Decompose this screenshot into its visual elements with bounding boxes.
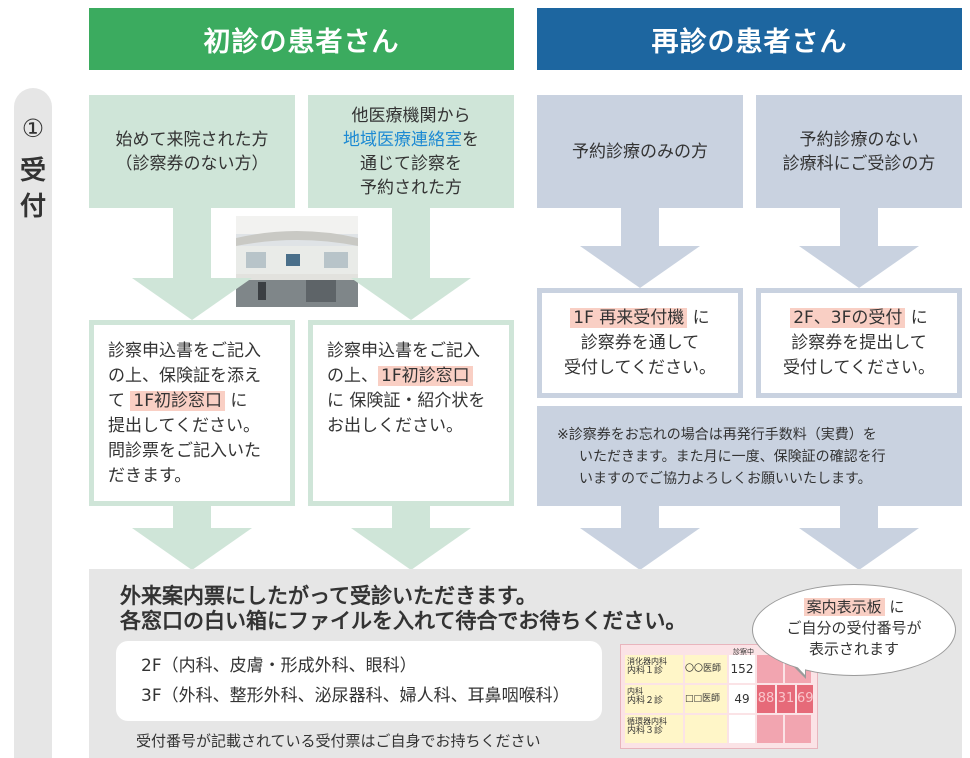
arrow-down-first-no-card-2 (132, 506, 252, 570)
instruction-return-reserved-line3: 受付してください。 (564, 357, 716, 378)
reception-photo (236, 216, 358, 307)
board-room-name: 内科２診 (627, 696, 664, 706)
board-room-name: 内科１診 (627, 666, 664, 676)
category-first-no-card-line2: （診察券のない方） (115, 153, 269, 174)
board-doctor: 〇〇医師 (685, 655, 727, 683)
board-waiting-number: 88 (757, 685, 775, 713)
floor-directory: 2F（内科、皮膚・形成外科、眼科） 3F（外科、整形外科、泌尿器科、婦人科、耳鼻… (116, 641, 602, 721)
bubble-line1-post: に (884, 598, 905, 616)
category-first-referral-suffix: を (462, 129, 479, 150)
instruction-first-referral: 診察申込書をご記入 の上、1F初診窓口 に 保険証・紹介状を お出しください。 (308, 320, 514, 506)
bubble-line2: ご自分の受付番号が (786, 619, 922, 637)
arrow-down-first-referral (351, 208, 471, 320)
note-line1: ※診察券をお忘れの場合は再発行手数料（実費）を (557, 427, 877, 443)
board-waiting-cell (757, 715, 783, 743)
board-waiting-number: 69 (797, 685, 814, 713)
category-first-no-card: 始めて来院された方 （診察券のない方） (89, 95, 295, 208)
instruction-first-referral-line3: に 保険証・紹介状を (327, 391, 486, 411)
instruction-first-no-card-line2: の上、保険証を添え (108, 366, 261, 386)
category-return-reserved-label: 予約診療のみの方 (572, 141, 708, 162)
board-current-number: 152 (729, 655, 755, 683)
card-reissue-note: ※診察券をお忘れの場合は再発行手数料（実費）を いただきます。また月に一度、保険… (537, 406, 962, 506)
arrow-down-first-no-card (132, 208, 252, 320)
instruction-first-no-card-line5: 問診票をご記入いた (108, 441, 261, 461)
first-visit-window-highlight: 1F初診窓口 (130, 391, 226, 411)
category-first-referral-line4: 予約された方 (360, 177, 462, 198)
board-row: 循環器内科内科３診 (625, 715, 813, 743)
instruction-return-unreserved-line2: 診察券を提出して (791, 332, 927, 353)
category-return-unreserved-line2: 診療科にご受診の方 (782, 153, 936, 174)
first-visit-window-highlight-2: 1F初診窓口 (378, 366, 473, 386)
instruction-return-reserved-line2: 診察券を通して (580, 332, 700, 353)
return-visit-header: 再診の患者さん (537, 8, 962, 70)
instruction-return-unreserved: 2F、3Fの受付 に 診察券を提出して 受付してください。 (756, 288, 962, 398)
instruction-first-no-card-line6: だきます。 (108, 466, 192, 486)
board-room-name: 内科３診 (627, 726, 664, 736)
display-board-highlight: 案内表示板 (803, 598, 885, 616)
floor-reception-highlight: 2F、3Fの受付 (790, 307, 906, 328)
category-return-unreserved: 予約診療のない 診療科にご受診の方 (756, 95, 962, 208)
board-room-small: 内科 (627, 687, 643, 696)
category-first-referral-line1: 他医療機関から (351, 105, 471, 126)
step-rail (14, 88, 52, 758)
instruction-return-reserved-post: に (687, 307, 710, 328)
step-label-char-2: 付 (19, 192, 46, 222)
waiting-instructions-line2: 各窓口の白い箱にファイルを入れて待合でお待ちください。 (120, 609, 687, 633)
instruction-first-no-card-line4: 提出してください。 (108, 416, 260, 436)
board-waiting-cell (785, 715, 811, 743)
category-return-unreserved-line1: 予約診療のない (799, 129, 919, 150)
board-room-label: 内科内科２診 (625, 685, 683, 713)
board-waiting-number: 31 (777, 685, 795, 713)
instruction-first-no-card-line1: 診察申込書をご記入 (108, 341, 261, 361)
floor-3-departments: 3F（外科、整形外科、泌尿器科、婦人科、耳鼻咽喉科） (141, 686, 570, 706)
instruction-first-no-card-line3-post: に (225, 391, 248, 411)
category-first-referral-line3: 通じて診察を (360, 153, 462, 174)
category-first-referral: 他医療機関から 地域医療連絡室を 通じて診察を 予約された方 (308, 95, 514, 208)
arrow-down-first-referral-2 (351, 506, 471, 570)
arrow-down-return-reserved (580, 208, 700, 288)
note-line3: いますのでご協力よろしくお願いいたします。 (579, 471, 872, 487)
reception-slip-note: 受付番号が記載されている受付票はご自身でお持ちください (136, 732, 541, 750)
reception-photo-image (236, 216, 358, 307)
arrow-down-return-reserved-2 (580, 506, 700, 570)
note-line2: いただきます。また月に一度、保険証の確認を行 (579, 449, 886, 465)
instruction-first-no-card-line3-pre: て (108, 391, 131, 411)
board-room-label: 消化器内科内科１診 (625, 655, 683, 683)
regional-liaison-link[interactable]: 地域医療連絡室 (343, 129, 462, 150)
board-room-label: 循環器内科内科３診 (625, 715, 683, 743)
arrow-down-return-unreserved-2 (799, 506, 919, 570)
board-room-small: 循環器内科 (627, 717, 667, 726)
reception-machine-highlight: 1F 再来受付機 (570, 307, 688, 328)
instruction-first-no-card: 診察申込書をご記入 の上、保険証を添え て 1F初診窓口 に 提出してください。… (89, 320, 295, 506)
instruction-first-referral-line2-pre: の上、 (327, 366, 378, 386)
board-current-number (729, 715, 755, 743)
waiting-instructions: 外来案内票にしたがって受診いただきます。 各窓口の白い箱にファイルを入れて待合で… (120, 584, 686, 634)
board-header-in-consultation: 診察中 (733, 648, 754, 656)
instruction-return-unreserved-post: に (905, 307, 928, 328)
board-room-small: 消化器内科 (627, 657, 667, 666)
step-label-char-1: 受 (19, 156, 46, 186)
board-doctor (685, 715, 727, 743)
instruction-return-unreserved-line3: 受付してください。 (783, 357, 935, 378)
instruction-return-reserved: 1F 再来受付機 に 診察券を通して 受付してください。 (537, 288, 743, 398)
board-current-number: 49 (729, 685, 755, 713)
board-row: 内科内科２診 □□医師 49 88 31 69 (625, 685, 814, 713)
category-first-no-card-line1: 始めて来院された方 (115, 129, 269, 150)
instruction-first-referral-line1: 診察申込書をご記入 (327, 341, 480, 361)
instruction-first-referral-line4: お出しください。 (327, 416, 463, 436)
display-board-callout: 案内表示板 に ご自分の受付番号が 表示されます (752, 584, 956, 676)
bubble-tail-inner (790, 659, 805, 675)
category-return-reserved: 予約診療のみの方 (537, 95, 743, 208)
bubble-line3: 表示されます (808, 640, 899, 658)
arrow-down-return-unreserved (799, 208, 919, 288)
step-number: ① (21, 114, 45, 143)
first-visit-header: 初診の患者さん (89, 8, 514, 70)
waiting-instructions-line1: 外来案内票にしたがって受診いただきます。 (120, 584, 537, 608)
floor-2-departments: 2F（内科、皮膚・形成外科、眼科） (141, 656, 417, 676)
board-doctor: □□医師 (685, 685, 727, 713)
